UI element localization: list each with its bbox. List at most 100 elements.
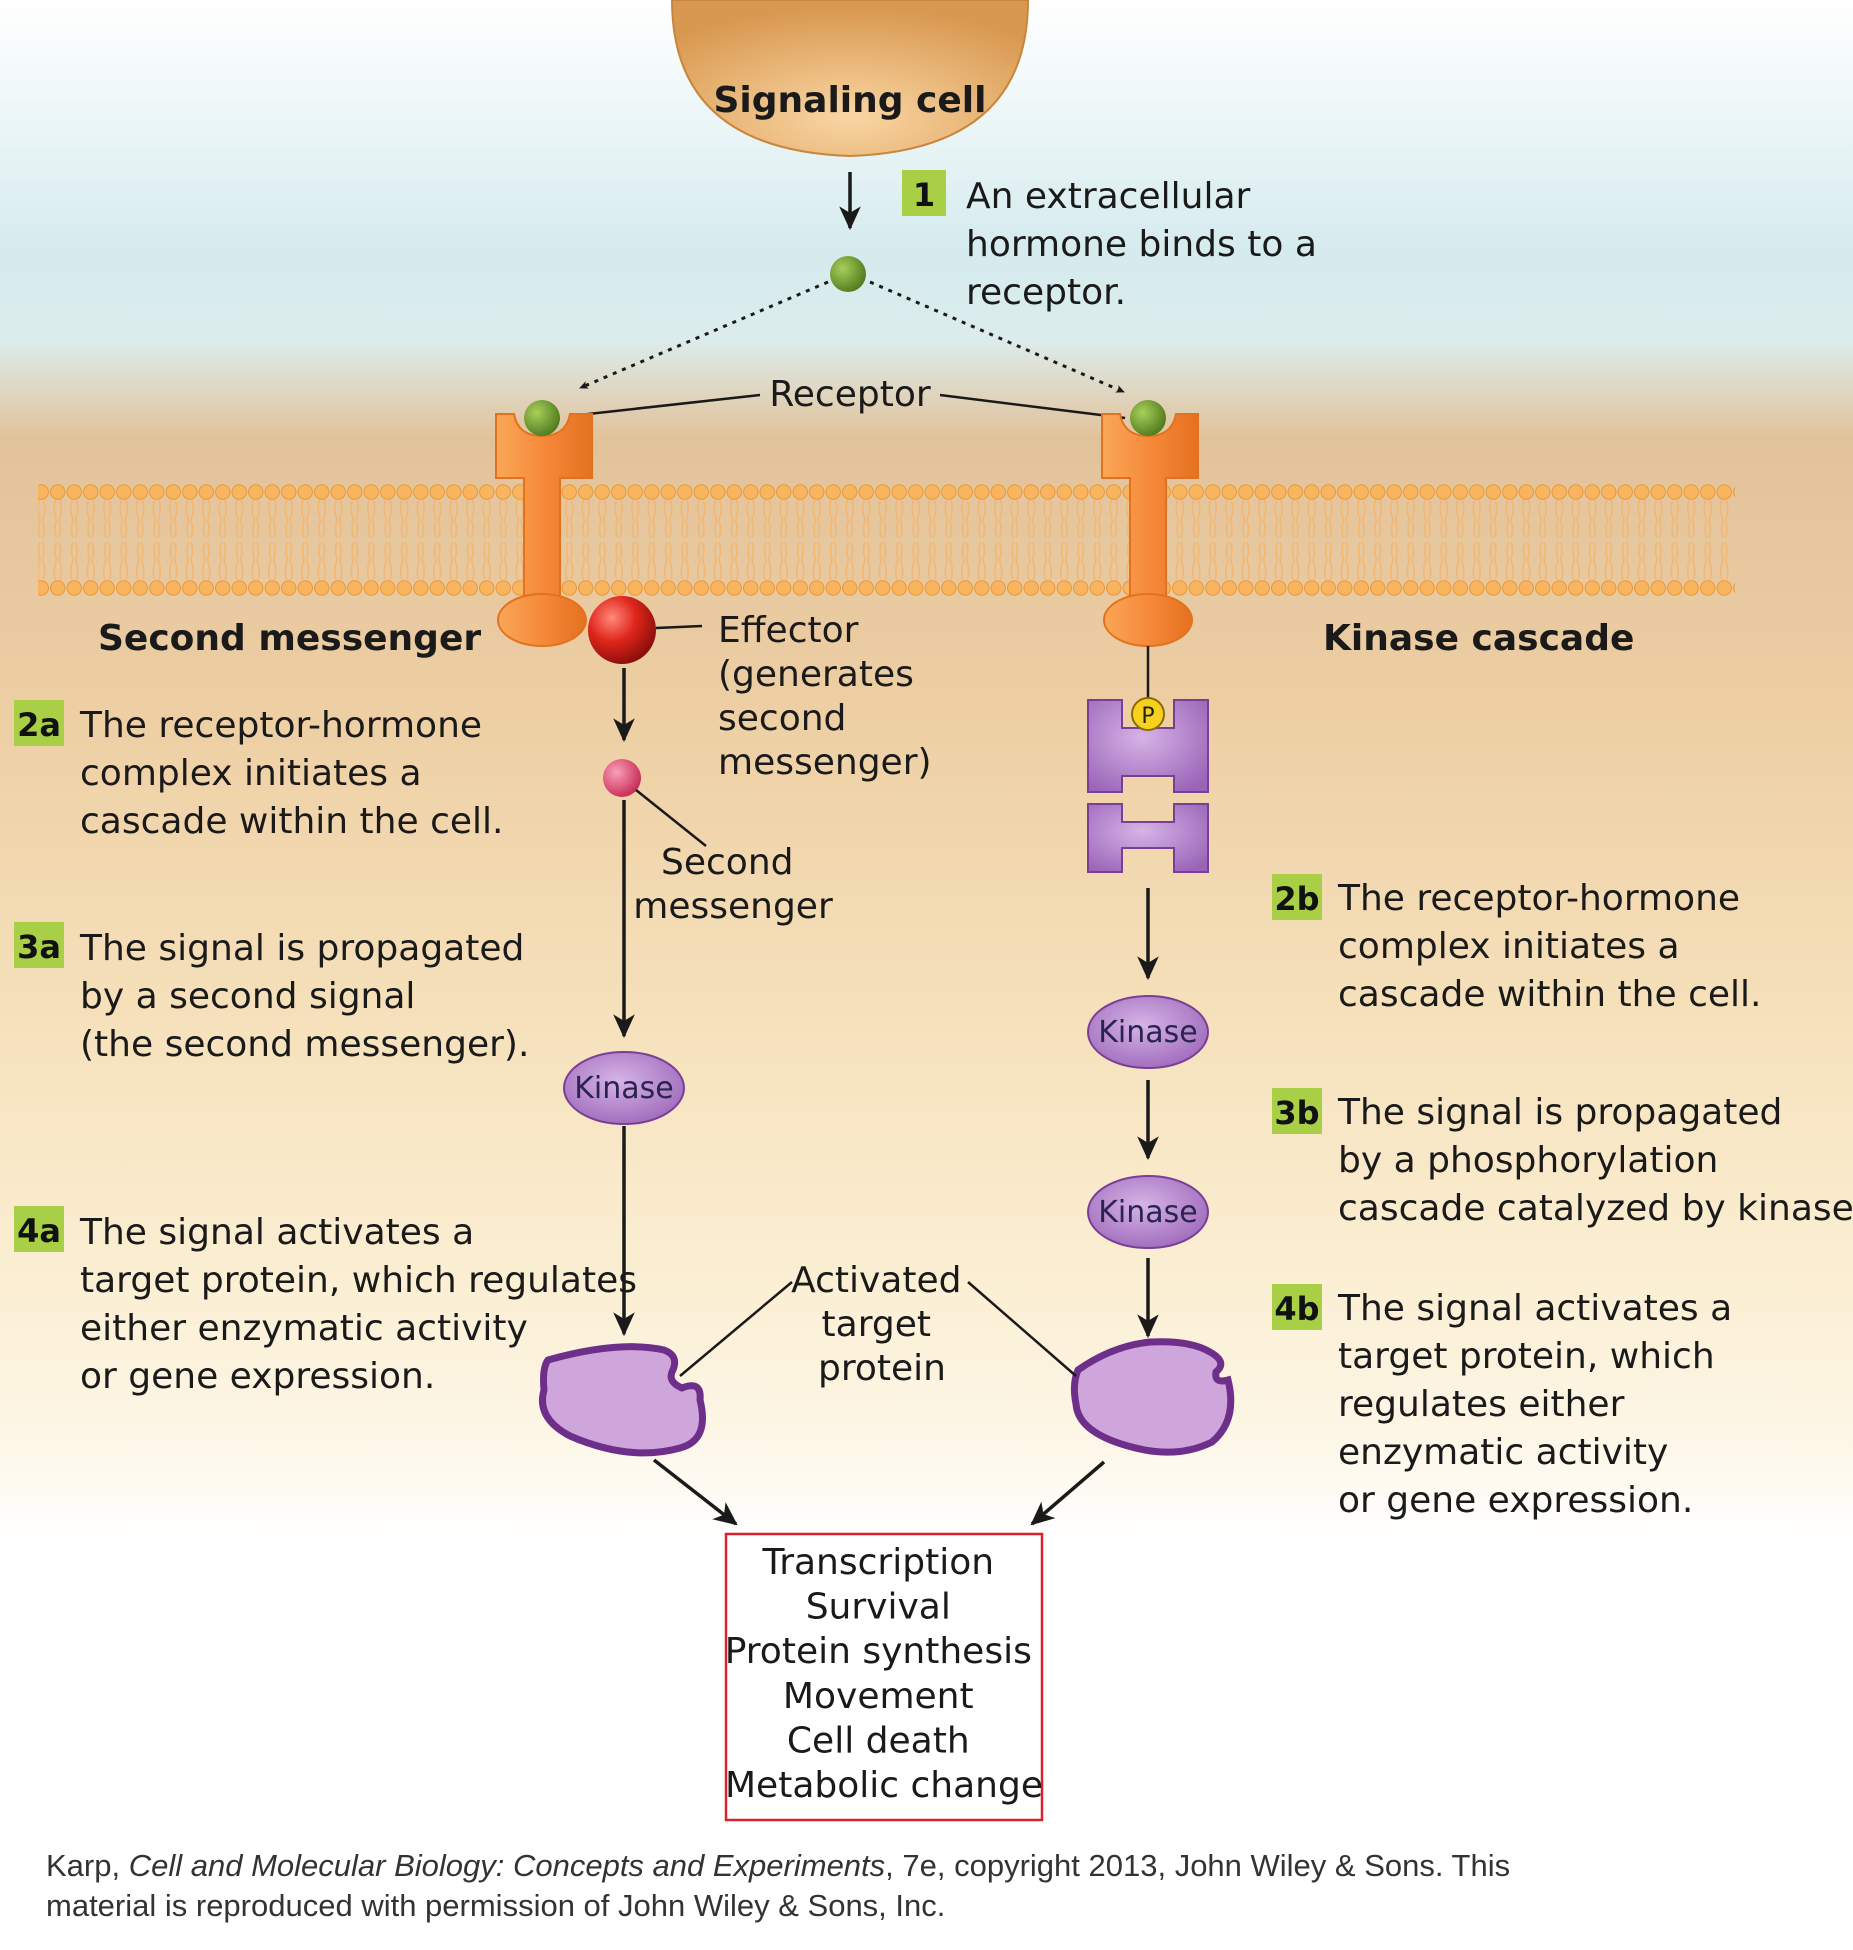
second-messenger-molecule [603, 759, 641, 797]
step-number: 1 [913, 176, 935, 214]
step-line: (the second messenger). [80, 1024, 529, 1065]
step-line: complex initiates a [1338, 926, 1680, 967]
kinase-cascade-heading: Kinase cascade [1323, 618, 1634, 659]
step-line: cascade catalyzed by kinases. [1338, 1188, 1853, 1229]
receptor-label: Receptor [769, 374, 930, 415]
credit-text-1: Karp, Cell and Molecular Biology: Concep… [46, 1848, 1510, 1883]
step-line: The receptor-hormone [1337, 878, 1740, 919]
step-line: The signal activates a [1337, 1288, 1732, 1329]
credit-line: Karp, Cell and Molecular Biology: Concep… [46, 1848, 1510, 1923]
step-badge [1272, 1088, 1322, 1134]
step-number: 3b [1274, 1094, 1319, 1132]
second-messenger-label-line: messenger [633, 886, 833, 927]
outcome-arrow-left [652, 1458, 738, 1526]
step-line: target protein, which regulates [80, 1260, 637, 1301]
step-line: complex initiates a [80, 753, 422, 794]
step-number: 3a [17, 928, 61, 966]
receptor-right [1101, 400, 1199, 647]
step-text: The signal activates a target protein, w… [79, 1212, 648, 1397]
bound-hormone-left [524, 400, 560, 436]
kinase-label: Kinase [1098, 1195, 1198, 1230]
step-3b: 3b The signal is propagated by a phospho… [1272, 1088, 1853, 1229]
second-messenger-label-line: Second [661, 842, 794, 883]
kinase-label: Kinase [1098, 1015, 1198, 1050]
phosphate-label: P [1141, 704, 1154, 729]
activated-target-label: Activated target protein [791, 1260, 973, 1389]
step-badge [902, 170, 946, 216]
step-badge [14, 922, 64, 968]
step-line: The signal is propagated [79, 928, 524, 969]
step-line: either enzymatic activity [80, 1308, 528, 1349]
step-line: The signal is propagated [1337, 1092, 1782, 1133]
step-line: enzymatic activity [1338, 1432, 1668, 1473]
step-1: 1 An extracellular hormone binds to a re… [902, 170, 1328, 313]
outcome-item: Metabolic change [725, 1765, 1043, 1806]
target-protein-right [1070, 1338, 1235, 1456]
outcome-item: Protein synthesis [725, 1631, 1032, 1672]
step-line: target protein, which [1338, 1336, 1715, 1377]
signaling-cell: Signaling cell [670, 0, 1030, 158]
phosphate-group: P [1131, 697, 1165, 731]
step-4b: 4b The signal activates a target protein… [1272, 1284, 1744, 1521]
step-line: cascade within the cell. [80, 801, 503, 842]
step-line: or gene expression. [1338, 1480, 1693, 1521]
kinase-right-2: Kinase [1087, 1175, 1209, 1249]
effector-label: Effector (generates second messenger) [718, 610, 932, 783]
hormone [830, 256, 866, 292]
kinase-right-1: Kinase [1087, 995, 1209, 1069]
target-protein-left [539, 1343, 706, 1457]
step-line: receptor. [966, 272, 1126, 313]
effector-label-line: (generates [718, 654, 914, 695]
bound-hormone-right [1130, 400, 1166, 436]
background [0, 0, 1853, 1790]
step-line: by a second signal [80, 976, 415, 1017]
activated-target-label-line: target [822, 1304, 931, 1345]
step-2b: 2b The receptor-hormone complex initiate… [1272, 874, 1761, 1015]
step-number: 4b [1274, 1290, 1319, 1328]
step-badge [1272, 874, 1322, 920]
step-line: cascade within the cell. [1338, 974, 1761, 1015]
step-line: The receptor-hormone [79, 705, 482, 746]
step-number: 2b [1274, 880, 1319, 918]
step-text: The signal is propagated by a second sig… [79, 928, 536, 1065]
step-text: An extracellular hormone binds to a rece… [966, 176, 1328, 313]
effector-label-line: Effector [718, 610, 859, 651]
step-number: 4a [17, 1212, 61, 1250]
step-4a: 4a The signal activates a target protein… [14, 1206, 648, 1397]
step-text: The signal activates a target protein, w… [1337, 1288, 1744, 1521]
effector-label-line: second [718, 698, 846, 739]
second-messenger-heading: Second messenger [98, 618, 481, 659]
outcomes-list: Transcription Survival Protein synthesis… [725, 1542, 1044, 1806]
step-text: The receptor-hormone complex initiates a… [1337, 878, 1761, 1015]
hormone-path-right [869, 280, 1125, 394]
step-line: The signal activates a [79, 1212, 474, 1253]
step-3a: 3a The signal is propagated by a second … [14, 922, 536, 1065]
step-text: The receptor-hormone complex initiates a… [79, 705, 503, 842]
credit-text-2: material is reproduced with permission o… [46, 1888, 945, 1923]
credit-author: Karp, [46, 1848, 129, 1883]
effector [588, 596, 656, 664]
step-line: An extracellular [966, 176, 1251, 217]
step-text: The signal is propagated by a phosphoryl… [1337, 1092, 1853, 1229]
step-badge [1272, 1284, 1322, 1330]
credit-title: Cell and Molecular Biology: Concepts and… [129, 1848, 885, 1883]
outcome-item: Cell death [787, 1720, 970, 1761]
kinase-enzyme-dimer [1087, 699, 1209, 873]
step-badge [14, 700, 64, 746]
kinase-label: Kinase [574, 1071, 674, 1106]
plasma-membrane [38, 476, 1735, 596]
step-line: hormone binds to a [966, 224, 1317, 265]
outcome-item: Survival [806, 1587, 951, 1628]
signaling-cell-label: Signaling cell [713, 80, 986, 121]
activated-target-label-line: protein [818, 1348, 946, 1389]
kinase-left: Kinase [563, 1051, 685, 1125]
step-line: regulates either [1338, 1384, 1625, 1425]
credit-rest: , 7e, copyright 2013, John Wiley & Sons.… [885, 1848, 1510, 1883]
step-line: or gene expression. [80, 1356, 435, 1397]
outcome-item: Transcription [762, 1542, 995, 1583]
effector-label-line: messenger) [718, 742, 932, 783]
step-line: by a phosphorylation [1338, 1140, 1718, 1181]
step-number: 2a [17, 706, 61, 744]
second-messenger-label: Second messenger [633, 842, 833, 927]
